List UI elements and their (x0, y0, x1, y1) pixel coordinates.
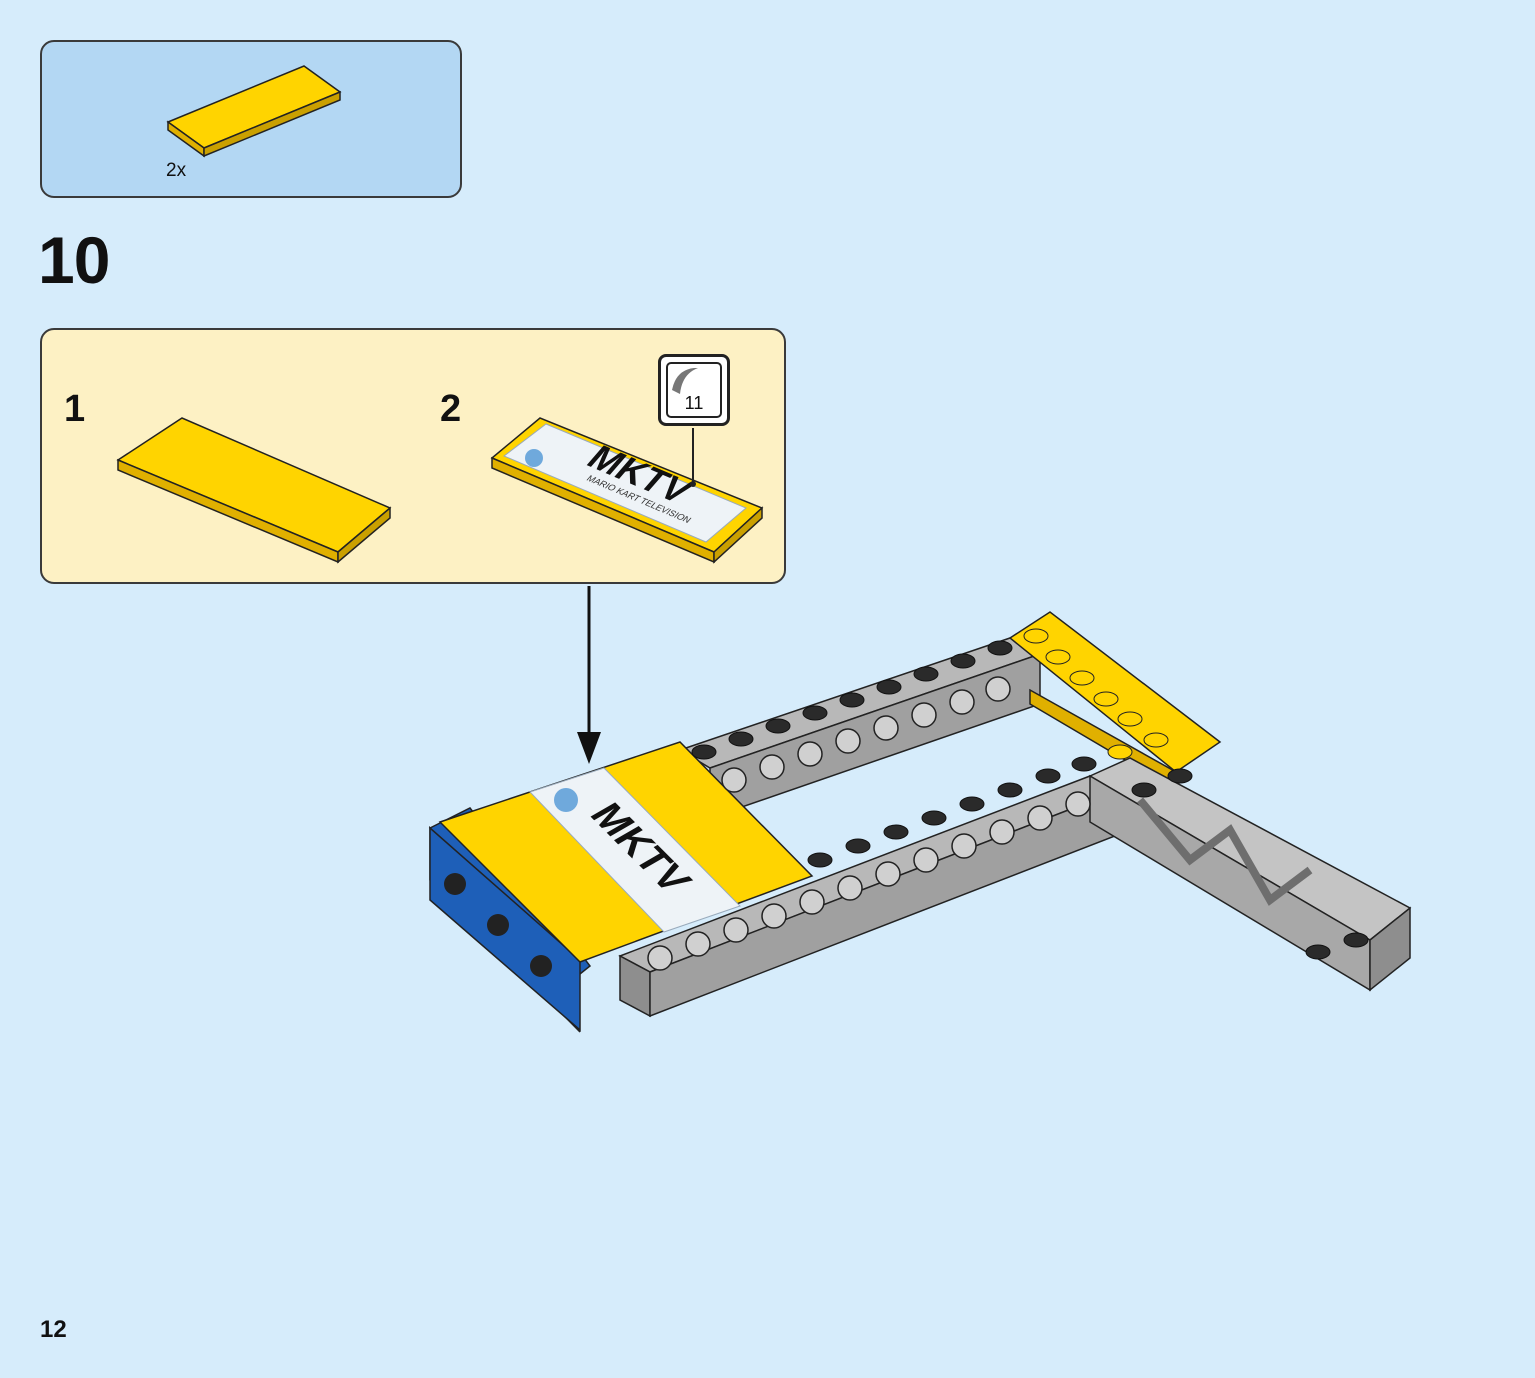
model-sticker-brand-text: MKTV (581, 796, 702, 900)
front-beam-studs (807, 756, 1097, 868)
page-number: 12 (40, 1316, 67, 1343)
gray-truss-arm (1088, 757, 1412, 992)
sticker-number: 11 (684, 393, 704, 413)
yellow-tiles-on-model: MKTV (438, 741, 814, 963)
back-beam-studs (691, 640, 1013, 760)
sub-step-1-number: 1 (64, 388, 86, 430)
front-gray-beam (618, 775, 1122, 1018)
back-beam-holes (721, 676, 1011, 793)
stickered-yellow-tile: MKTV MARIO KART TELEVISION (490, 417, 764, 564)
part-quantity: 2x (166, 160, 187, 181)
sticker-number-badge: 11 (658, 354, 730, 426)
yellow-corner-bricks (1008, 611, 1222, 792)
front-beam-holes (647, 791, 1091, 971)
sub-step-2-number: 2 (440, 388, 462, 430)
back-gray-beam (678, 637, 1042, 820)
sub-assembly-callout: 1 2 MKTV MARIO KART TELEVISION (40, 328, 786, 584)
truss-studs (1131, 768, 1369, 960)
parts-callout: 2x (40, 40, 462, 198)
yellow-tile-part (166, 65, 342, 158)
yellow-studs (1023, 628, 1169, 760)
plain-yellow-tile (116, 417, 392, 564)
step-number: 10 (38, 223, 110, 297)
sub-assembly-illustration: MKTV MARIO KART TELEVISION (116, 417, 764, 564)
placement-arrow (577, 586, 601, 764)
sticker-icon: 11 (666, 362, 722, 418)
blue-front-block (428, 807, 592, 1033)
